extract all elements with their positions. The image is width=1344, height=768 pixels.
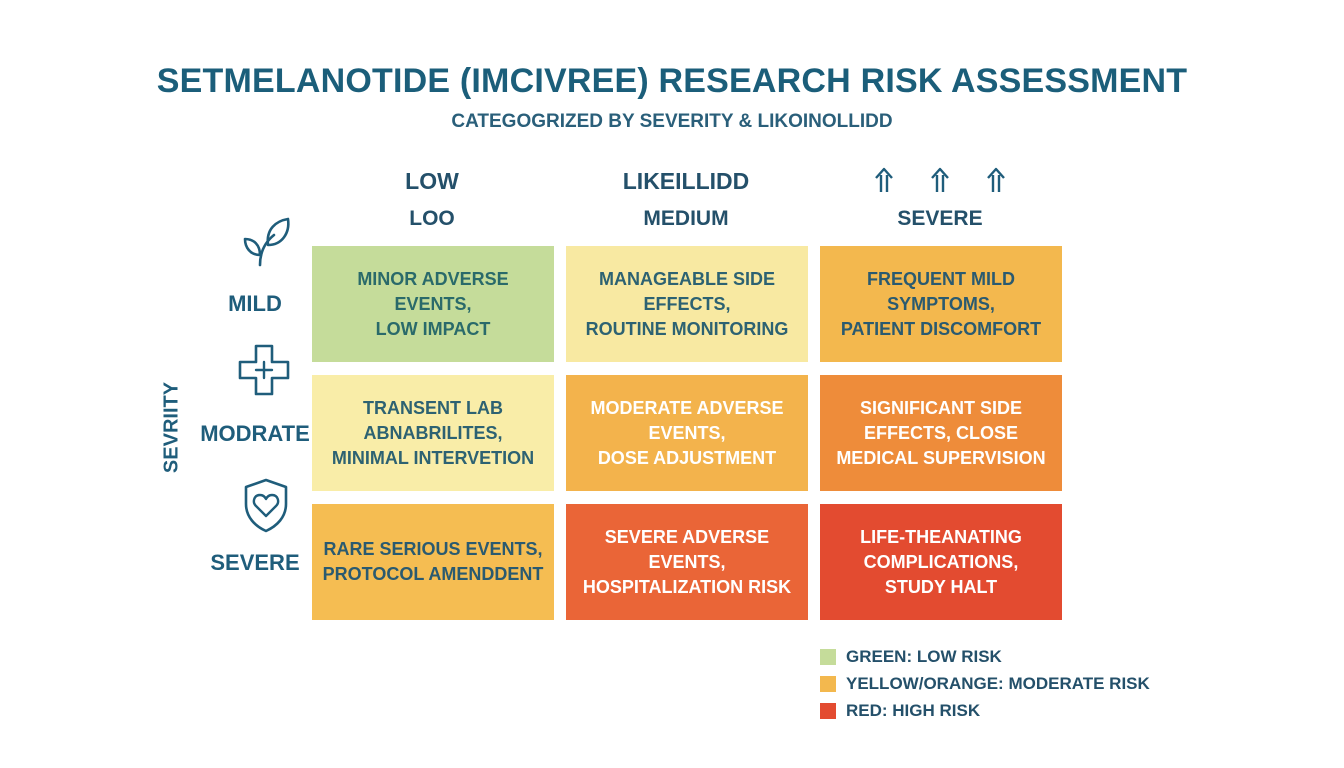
legend-item-orange: YELLOW/ORANGE: MODERATE RISK bbox=[820, 670, 1150, 697]
matrix-cell: MANAGEABLE SIDE EFFECTS, ROUTINE MONITOR… bbox=[566, 246, 808, 362]
column-header-low: LOW bbox=[405, 168, 459, 194]
heart-shield-icon bbox=[240, 476, 292, 539]
row-label-mild: MILD bbox=[228, 291, 282, 316]
matrix-cell: MODERATE ADVERSE EVENTS, DOSE ADJUSTMENT bbox=[566, 375, 808, 491]
page-title: SETMELANOTIDE (IMCIVREE) RESEARCH RISK A… bbox=[156, 62, 1188, 100]
page-subtitle: CATEGOGRIZED BY SEVERITY & LIKOINOLLIDD bbox=[451, 111, 893, 132]
matrix-cell: LIFE-THEANATING COMPLICATIONS, STUDY HAL… bbox=[820, 504, 1062, 620]
legend-label: RED: HIGH RISK bbox=[846, 700, 981, 720]
column-header-arrows bbox=[820, 166, 1060, 194]
column-header-likelihood: LIKEILLIDD bbox=[622, 168, 750, 194]
arrow-up-icon bbox=[872, 166, 896, 194]
column-subheader-low: LOO bbox=[409, 207, 455, 230]
severity-axis-label: SEVRIITY bbox=[160, 381, 183, 474]
legend: GREEN: LOW RISK YELLOW/ORANGE: MODERATE … bbox=[820, 643, 1150, 724]
row-label-severe: SEVERE bbox=[210, 550, 300, 575]
legend-swatch bbox=[820, 675, 836, 692]
arrow-up-icon bbox=[928, 166, 952, 194]
matrix-cell: MINOR ADVERSE EVENTS, LOW IMPACT bbox=[312, 246, 554, 362]
arrow-up-icon bbox=[984, 166, 1008, 194]
column-subheader-severe: SEVERE bbox=[897, 207, 983, 230]
legend-item-red: RED: HIGH RISK bbox=[820, 697, 1150, 724]
leaf-icon bbox=[240, 215, 294, 276]
matrix-cell: TRANSENT LAB ABNABRILITES, MINIMAL INTER… bbox=[312, 375, 554, 491]
legend-label: YELLOW/ORANGE: MODERATE RISK bbox=[846, 673, 1150, 693]
row-label-moderate: MODRATE bbox=[200, 421, 310, 446]
matrix-cell: FREQUENT MILD SYMPTOMS, PATIENT DISCOMFO… bbox=[820, 246, 1062, 362]
matrix-cell: SIGNIFICANT SIDE EFFECTS, CLOSE MEDICAL … bbox=[820, 375, 1062, 491]
legend-swatch bbox=[820, 702, 836, 719]
medical-cross-icon bbox=[236, 342, 292, 403]
matrix-cell: SEVERE ADVERSE EVENTS, HOSPITALIZATION R… bbox=[566, 504, 808, 620]
matrix-cell: RARE SERIOUS EVENTS, PROTOCOL AMENDDENT bbox=[312, 504, 554, 620]
column-subheader-medium: MEDIUM bbox=[643, 207, 729, 230]
legend-item-green: GREEN: LOW RISK bbox=[820, 643, 1150, 670]
legend-label: GREEN: LOW RISK bbox=[846, 646, 1002, 666]
legend-swatch bbox=[820, 648, 836, 665]
